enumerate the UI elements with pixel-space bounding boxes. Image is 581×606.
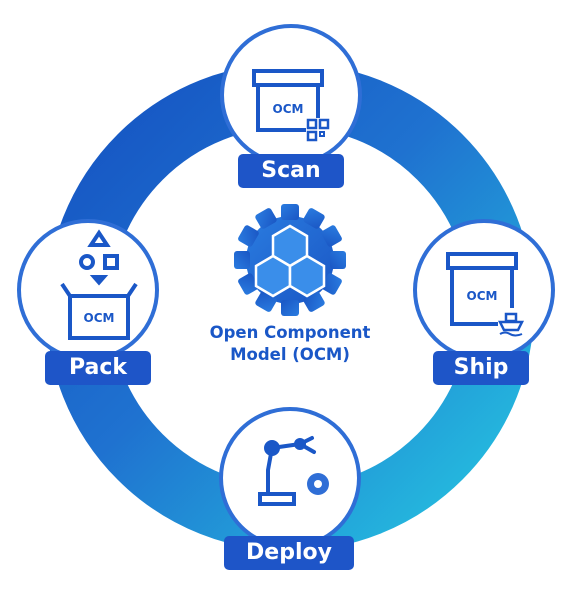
ship-box-text: OCM [467,289,498,303]
scan-box-text: OCM [273,102,304,116]
ship-node [413,219,555,361]
gear-with-puzzle-hexagons-icon [234,204,346,316]
mini-gear-icon [307,473,329,495]
box-qr-code-icon [252,69,330,142]
ship-label: Ship [433,351,529,385]
deploy-label: Deploy [224,536,354,570]
deploy-node [219,407,361,549]
pack-node [17,219,159,361]
robot-arm-icon [258,436,316,506]
center-title: Open Component Model (OCM) [180,322,400,366]
scan-label: Scan [238,154,344,188]
center-title-line-1: Open Component [209,323,371,342]
box-shapes-icon [60,229,138,340]
box-ship-icon [446,252,525,337]
pack-box-text: OCM [84,311,115,325]
center-title-line-2: Model (OCM) [230,345,350,364]
scan-node [220,24,362,166]
pack-label: Pack [45,351,151,385]
